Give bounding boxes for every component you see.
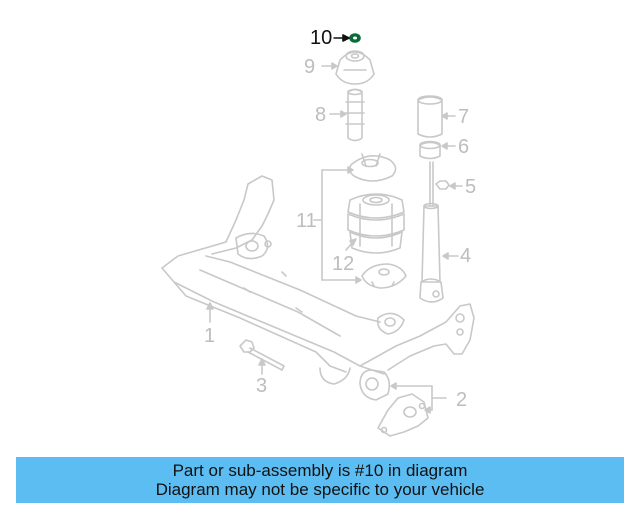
banner-line-disclaimer: Diagram may not be specific to your vehi…	[155, 480, 485, 499]
callout-3: 3	[256, 375, 268, 397]
info-banner: Part or sub-assembly is #10 in diagram D…	[16, 457, 624, 503]
part-2-bushing	[359, 369, 391, 401]
callout-10[interactable]: 10	[310, 27, 333, 49]
part-7-dust-boot	[417, 95, 443, 138]
part-6-bushing	[419, 140, 441, 160]
part-9-strut-mount	[335, 50, 375, 85]
part-11-spring-pad-lower	[361, 263, 407, 289]
callout-1: 1	[204, 325, 216, 347]
callout-8: 8	[315, 104, 327, 126]
part-3-bolt	[239, 339, 285, 371]
callout-12: 12	[332, 253, 355, 275]
callout-11: 11	[296, 210, 317, 232]
part-10-nut[interactable]	[349, 33, 361, 43]
part-11-spring-pad-upper	[348, 153, 397, 182]
callout-7: 7	[458, 106, 470, 128]
part-1-axle-beam	[161, 175, 475, 385]
callout-6: 6	[458, 136, 470, 158]
callout-4: 4	[460, 245, 472, 267]
callout-5: 5	[465, 176, 477, 198]
part-4-shock-absorber	[419, 161, 444, 303]
part-8-bump-stop	[345, 88, 365, 142]
callout-2: 2	[456, 389, 468, 411]
part-12-spring	[347, 193, 405, 254]
callout-9: 9	[304, 56, 316, 78]
part-5-nut	[435, 180, 450, 190]
banner-line-part-number: Part or sub-assembly is #10 in diagram	[172, 461, 468, 480]
part-2-bracket	[377, 393, 429, 437]
parts-diagram	[161, 33, 475, 437]
